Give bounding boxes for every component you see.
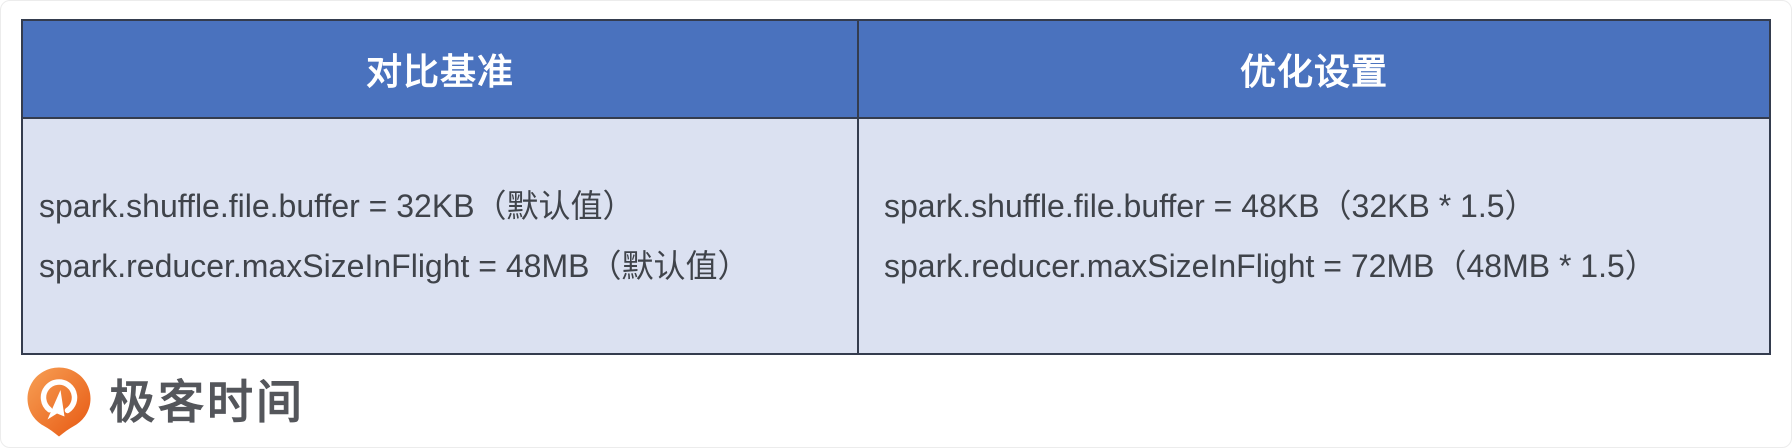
table-header-row: 对比基准 优化设置 xyxy=(23,21,1769,119)
geektime-logo: 极客时间 xyxy=(23,365,305,439)
header-label-optimized: 优化设置 xyxy=(1239,51,1388,92)
comparison-table: 对比基准 优化设置 spark.shuffle.file.buffer = 32… xyxy=(21,19,1771,355)
config-line-baseline-2: spark.reducer.maxSizeInFlight = 48MB（默认值… xyxy=(39,248,750,284)
geektime-pin-icon xyxy=(27,367,91,437)
geektime-logo-text: 极客时间 xyxy=(109,376,305,428)
body-cell-optimized: spark.shuffle.file.buffer = 48KB（32KB * … xyxy=(859,119,1769,353)
header-cell-baseline: 对比基准 xyxy=(23,21,859,117)
table-body-row: spark.shuffle.file.buffer = 32KB（默认值） sp… xyxy=(23,119,1769,353)
header-cell-optimized: 优化设置 xyxy=(859,21,1769,117)
header-label-baseline: 对比基准 xyxy=(365,51,514,92)
config-line-optimized-2: spark.reducer.maxSizeInFlight = 72MB（48M… xyxy=(884,248,1657,284)
body-cell-baseline: spark.shuffle.file.buffer = 32KB（默认值） sp… xyxy=(23,119,859,353)
config-line-optimized-1: spark.shuffle.file.buffer = 48KB（32KB * … xyxy=(884,188,1537,224)
config-line-baseline-1: spark.shuffle.file.buffer = 32KB（默认值） xyxy=(39,188,635,224)
